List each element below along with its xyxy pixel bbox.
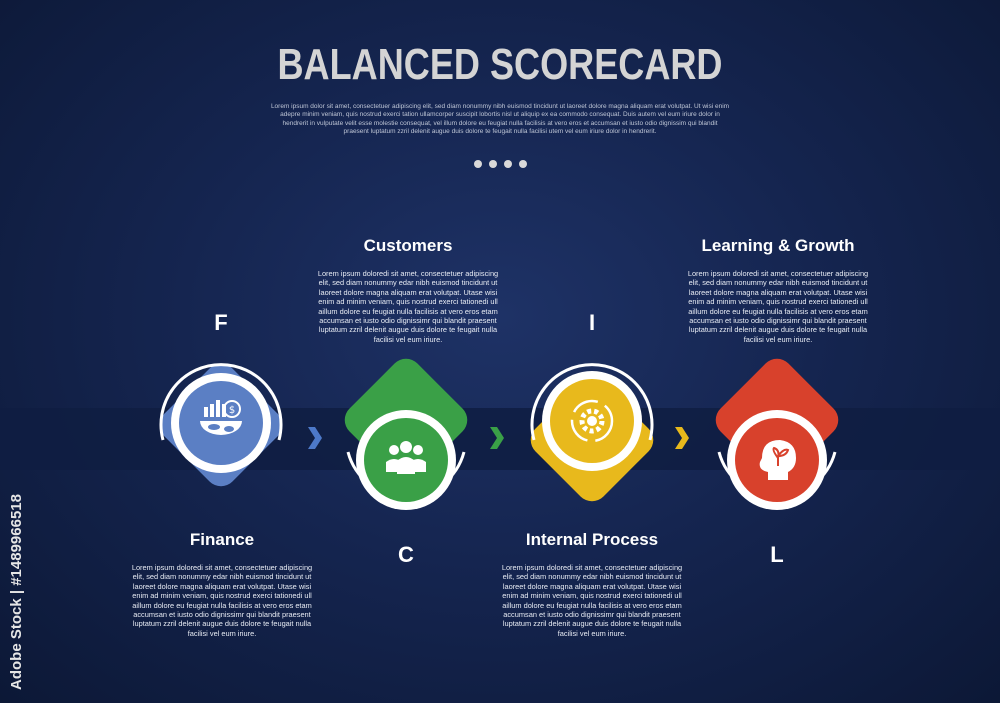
head-leaf-icon — [759, 440, 796, 480]
letter-c: C — [398, 542, 414, 567]
learning-growth-heading: Learning & Growth — [701, 236, 855, 255]
people-group-icon — [386, 441, 426, 474]
stock-id-watermark: Adobe Stock | #1489966518 — [8, 494, 25, 690]
customers-description: Lorem ipsum doloredi sit amet, consectet… — [317, 269, 499, 344]
finance-description: Lorem ipsum doloredi sit amet, consectet… — [131, 563, 313, 638]
dot — [474, 160, 482, 168]
arrow-icon — [490, 427, 504, 449]
svg-text:$: $ — [229, 405, 235, 416]
customers-heading: Customers — [363, 236, 453, 255]
internal-process-description: Lorem ipsum doloredi sit amet, consectet… — [501, 563, 683, 638]
learning-growth-description: Lorem ipsum doloredi sit amet, consectet… — [687, 269, 869, 344]
internal-process-node — [530, 363, 654, 502]
finance-chart-money-icon: $ — [200, 400, 242, 435]
finance-node: $ — [159, 363, 283, 487]
pagination-dots — [474, 160, 527, 168]
customers-node — [344, 358, 468, 510]
letter-i: I — [588, 310, 596, 335]
finance-heading: Finance — [189, 530, 255, 549]
arrow-icon — [308, 427, 322, 449]
page-subtitle: Lorem ipsum dolor sit amet, consectetuer… — [270, 103, 730, 135]
page-title: BALANCED SCORECARD — [277, 40, 723, 89]
dot — [489, 160, 497, 168]
letter-l: L — [770, 542, 784, 567]
arrow-icon — [675, 427, 689, 449]
learning-growth-node — [715, 358, 839, 510]
dot — [519, 160, 527, 168]
letter-f: F — [214, 310, 228, 335]
internal-process-heading: Internal Process — [525, 530, 659, 549]
gear-cycle-icon — [570, 399, 614, 443]
dot — [504, 160, 512, 168]
